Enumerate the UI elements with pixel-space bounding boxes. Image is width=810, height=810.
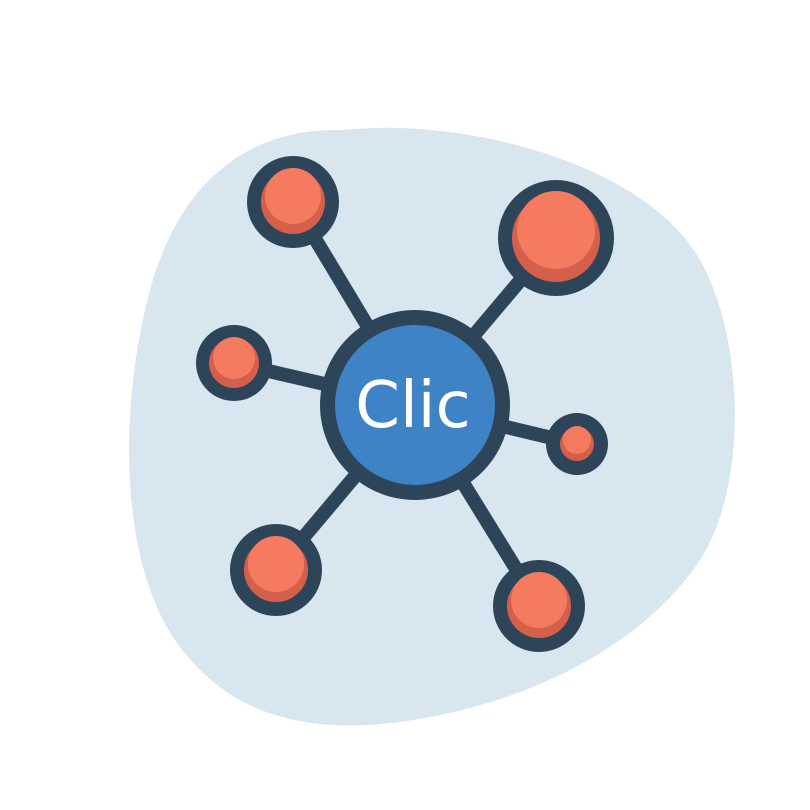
node-bottom-right bbox=[493, 560, 585, 652]
node-top-right bbox=[498, 180, 614, 296]
hub-node: Clic bbox=[320, 310, 510, 500]
node-left bbox=[196, 325, 272, 401]
hub-circle bbox=[335, 325, 495, 485]
node-top-left bbox=[247, 156, 339, 248]
node-bottom-left bbox=[230, 524, 322, 616]
hub-label: Clic bbox=[355, 369, 470, 443]
node-right bbox=[546, 413, 608, 475]
outer-nodes bbox=[196, 156, 614, 652]
